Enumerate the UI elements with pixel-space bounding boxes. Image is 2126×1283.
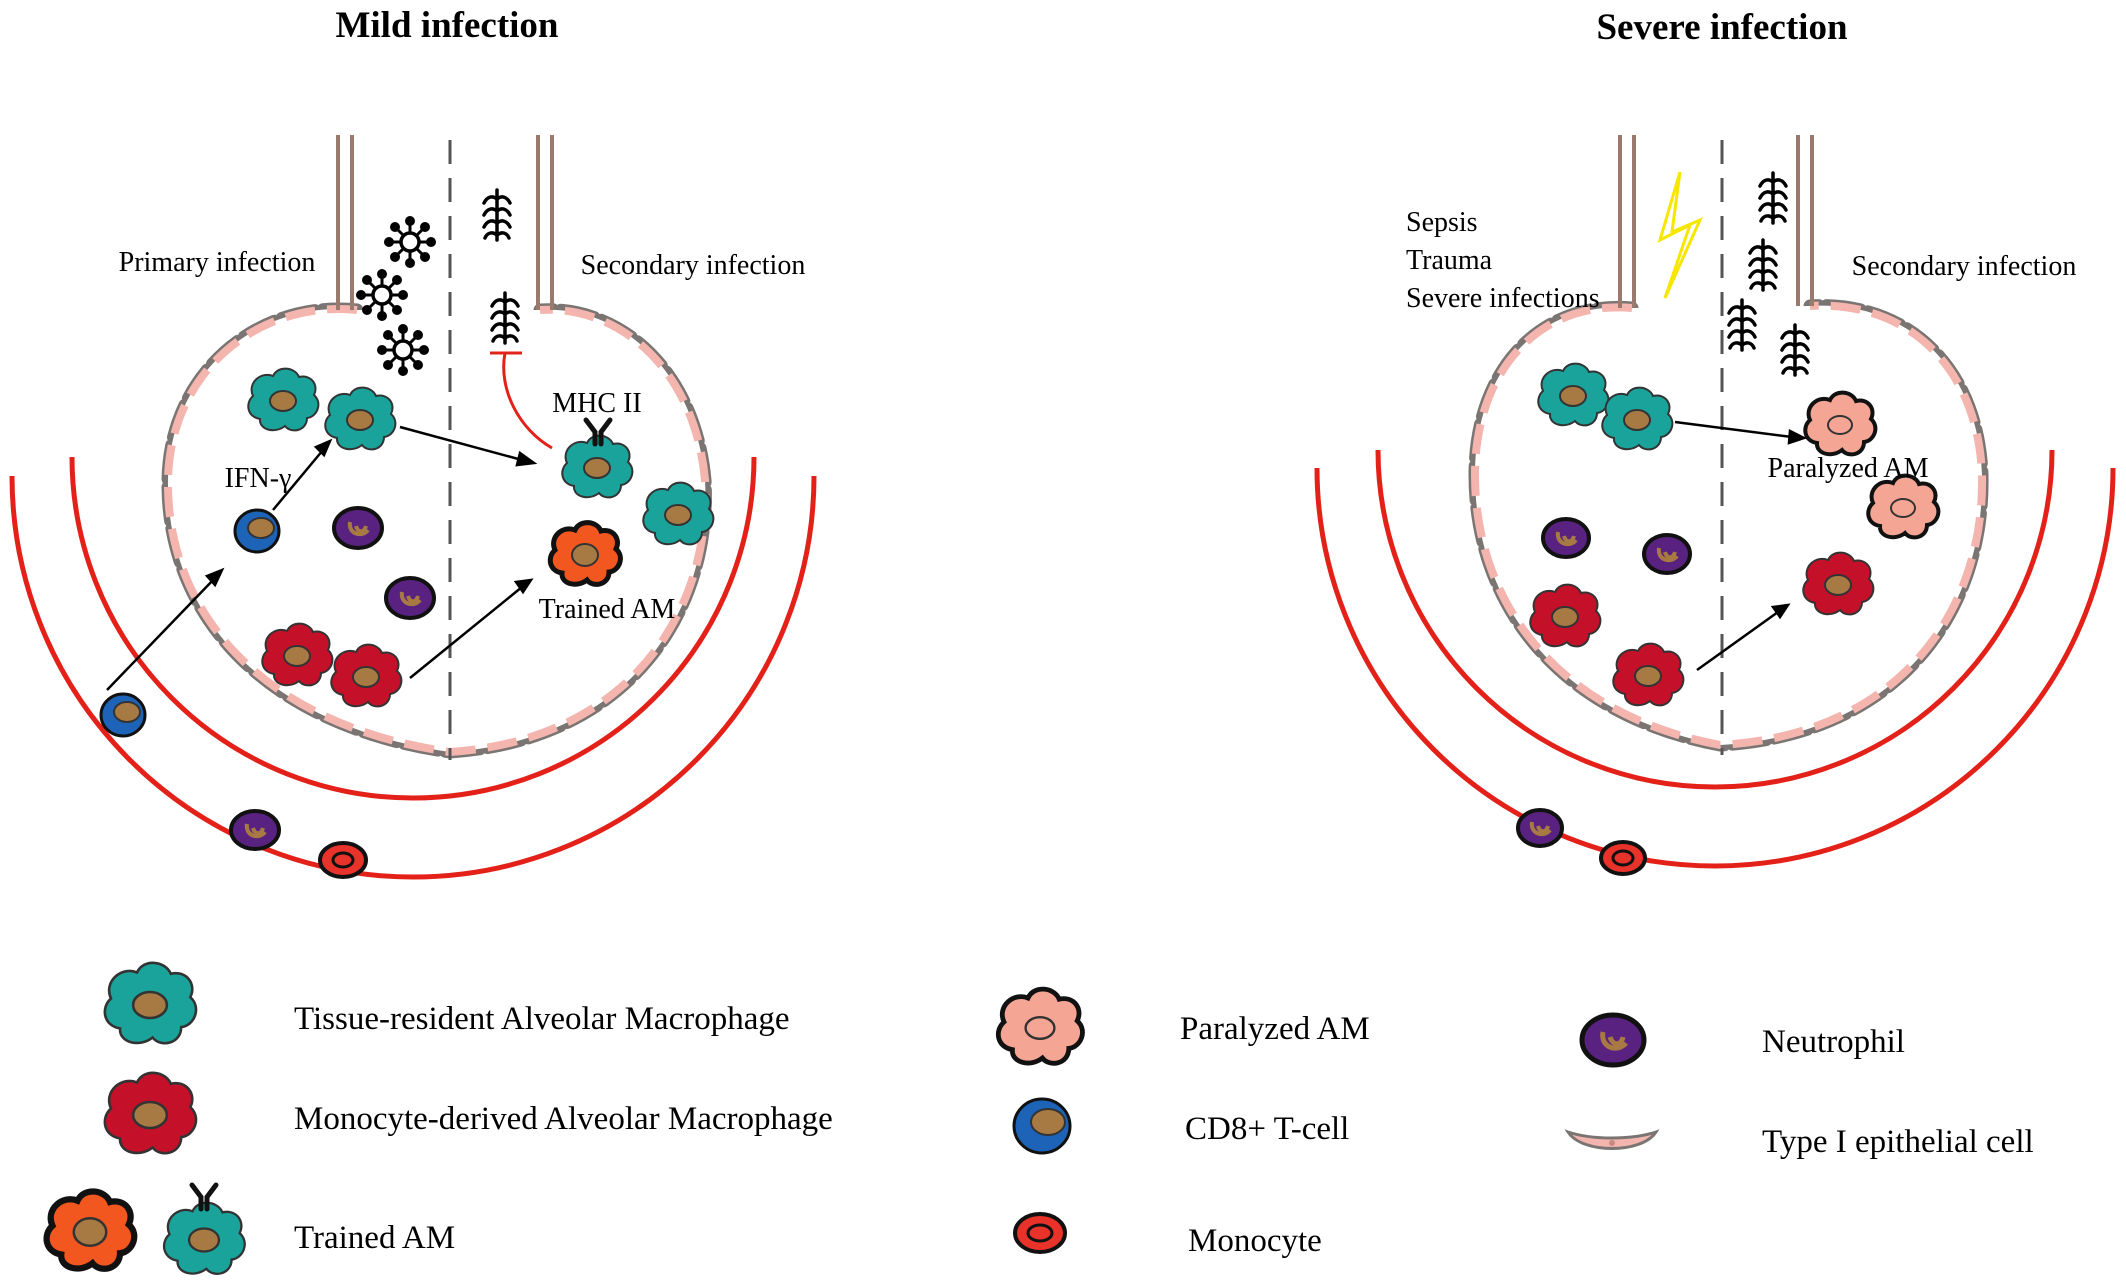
legend-trained: Trained AM <box>294 1220 455 1256</box>
mild-bronchus <box>336 135 554 310</box>
legend-epithelial-icon <box>1564 1129 1660 1150</box>
legend-neutrophil: Neutrophil <box>1762 1024 1905 1060</box>
monocyte-derived-am <box>261 622 334 687</box>
monocyte-derived-am <box>1802 551 1875 616</box>
legend-mhc-icon <box>162 1201 246 1275</box>
legend-paralyzed-icon <box>998 989 1082 1063</box>
legend-tram: Tissue-resident Alveolar Macrophage <box>294 1001 790 1037</box>
neutrophil <box>1642 533 1692 575</box>
tissue-resident-am <box>247 367 320 432</box>
legend-cd8-icon <box>1012 1097 1072 1155</box>
tissue-resident-am <box>642 481 715 546</box>
severe-bronchus <box>1618 135 1814 308</box>
mild-outer-capillary <box>9 475 817 880</box>
mild-arrows <box>106 425 538 691</box>
legend-moam-icon <box>103 1071 198 1155</box>
neutrophil <box>384 576 436 620</box>
monocyte-derived-am <box>330 643 403 708</box>
legend-tram-icon <box>103 961 198 1045</box>
trained-label: Trained AM <box>539 594 676 625</box>
tissue-resident-am <box>324 386 397 451</box>
cd8-t-cell <box>99 692 147 738</box>
paralyzed-label: Paralyzed AM <box>1768 453 1929 484</box>
monocyte-derived-am <box>1529 583 1602 648</box>
monocyte <box>318 841 368 879</box>
lightning-icon <box>1657 171 1703 299</box>
legend: Tissue-resident Alveolar Macrophage Mono… <box>47 961 2034 1275</box>
legend-moam: Monocyte-derived Alveolar Macrophage <box>294 1101 833 1137</box>
mild-secondary-label: Secondary infection <box>581 250 806 281</box>
mild-inner-capillary <box>69 456 757 801</box>
cause-line: Sepsis <box>1406 207 1478 238</box>
virus-icon <box>355 268 409 322</box>
legend-monocyte-icon <box>1013 1212 1067 1254</box>
cause-line: Trauma <box>1406 245 1493 276</box>
legend-monocyte: Monocyte <box>1188 1223 1322 1259</box>
severe-panel: Severe infection Sepsis Trauma Severe in… <box>1314 7 2116 876</box>
mhc-am <box>561 434 634 499</box>
severe-secondary-label: Secondary infection <box>1852 251 2077 282</box>
severe-inner-capillary <box>1375 449 2055 790</box>
legend-neutrophil-icon <box>1579 1012 1647 1068</box>
severe-arrows <box>1674 420 1808 672</box>
paralyzed-am <box>1866 473 1941 540</box>
inhibition-line <box>502 352 553 450</box>
severe-outer-capillary <box>1314 467 2116 869</box>
cd8-t-cell <box>233 508 281 554</box>
legend-epithelial: Type I epithelial cell <box>1762 1124 2034 1160</box>
neutrophil <box>1516 808 1564 848</box>
neutrophil <box>229 809 281 851</box>
severe-title: Severe infection <box>1596 7 1847 48</box>
legend-paralyzed: Paralyzed AM <box>1180 1011 1370 1047</box>
bacteria-icon <box>1758 171 1788 225</box>
mild-primary-label: Primary infection <box>119 247 316 278</box>
bacteria-icon <box>482 188 512 242</box>
legend-cd8: CD8+ T-cell <box>1185 1111 1349 1147</box>
paralyzed-am <box>1803 390 1878 457</box>
mhc-label: MHC II <box>552 388 641 419</box>
ifn-label: IFN-γ <box>225 463 292 494</box>
neutrophil <box>1541 517 1591 559</box>
monocyte <box>1599 840 1647 876</box>
tissue-resident-am <box>1601 386 1674 451</box>
trained-am <box>550 523 620 585</box>
legend-trained-icon <box>47 1191 135 1268</box>
mild-panel: Mild infection Primary infection Seconda… <box>9 5 817 880</box>
neutrophil <box>332 506 384 550</box>
virus-icon <box>383 215 437 269</box>
monocyte-derived-am <box>1612 642 1685 707</box>
virus-icon <box>376 323 430 377</box>
cause-line: Severe infections <box>1406 283 1600 314</box>
bacteria-icon <box>1748 238 1778 292</box>
tissue-resident-am <box>1537 362 1610 427</box>
mild-title: Mild infection <box>335 5 558 46</box>
